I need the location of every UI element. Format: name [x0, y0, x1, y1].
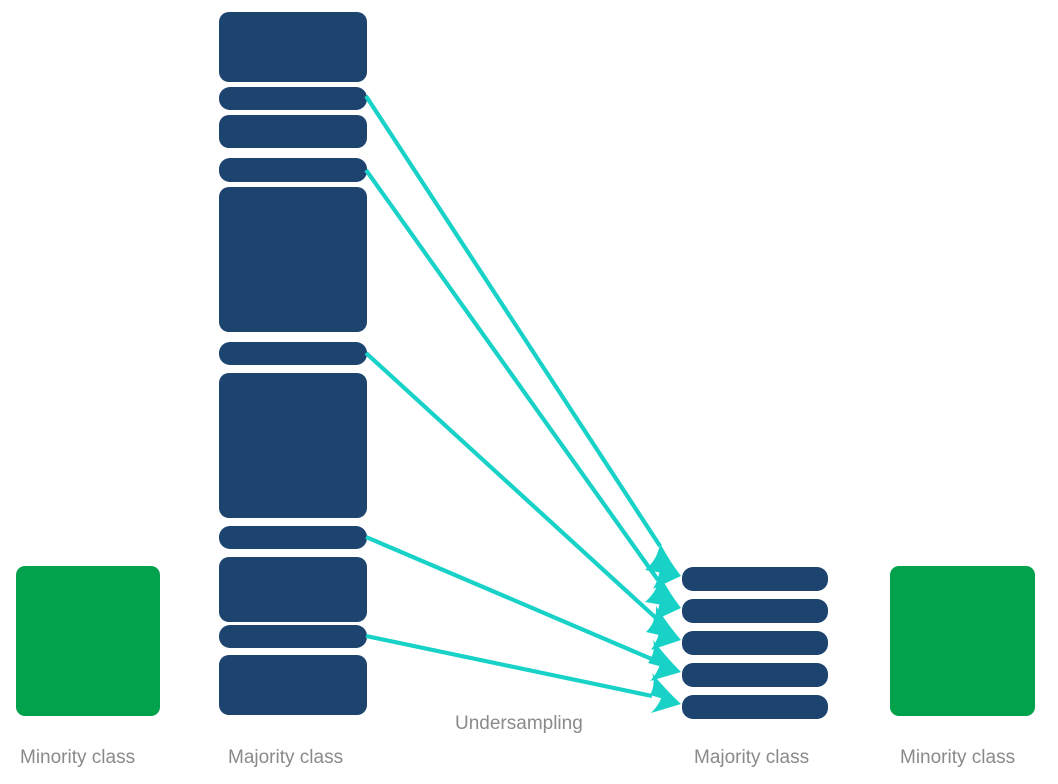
arrow-3-line	[364, 351, 658, 620]
arrow-2-head	[645, 575, 681, 621]
left-majority-block-1	[219, 12, 367, 82]
left-majority-block-2	[219, 87, 367, 110]
arrow-5-head	[650, 673, 681, 713]
arrow-5-line	[365, 633, 653, 699]
arrow-5	[365, 633, 681, 713]
left-majority-block-8	[219, 526, 367, 549]
left-majority-block-3	[219, 115, 367, 148]
left-majority-block-10	[219, 625, 367, 648]
caption-right-majority: Majority class	[694, 747, 810, 768]
arrow-1	[364, 94, 681, 589]
left-majority-block-6	[219, 342, 367, 365]
arrow-3	[364, 351, 681, 650]
arrow-4-line	[365, 535, 655, 662]
left-majority-block-5	[219, 187, 367, 332]
caption-left-majority: Majority class	[228, 747, 344, 768]
right-majority-block-2	[682, 599, 828, 623]
caption-undersampling: Undersampling	[455, 713, 583, 734]
caption-left-minority: Minority class	[20, 747, 136, 768]
left-majority-block-4	[219, 158, 367, 182]
arrow-1-line	[364, 94, 662, 548]
arrow-1-head	[645, 543, 681, 589]
caption-right-minority: Minority class	[900, 747, 1016, 768]
right-majority-block-1	[682, 567, 828, 591]
arrow-4	[365, 535, 681, 681]
arrow-4-head	[648, 640, 681, 681]
left-minority-block	[16, 566, 160, 716]
right-minority-block	[890, 566, 1035, 716]
left-majority-block-11	[219, 655, 367, 715]
arrow-2-line	[364, 168, 660, 582]
right-majority-block-4	[682, 663, 828, 687]
left-majority-block-7	[219, 373, 367, 518]
arrow-3-head	[646, 606, 681, 650]
right-majority-block-3	[682, 631, 828, 655]
left-majority-block-9	[219, 557, 367, 622]
right-majority-block-5	[682, 695, 828, 719]
arrow-2	[364, 168, 681, 621]
